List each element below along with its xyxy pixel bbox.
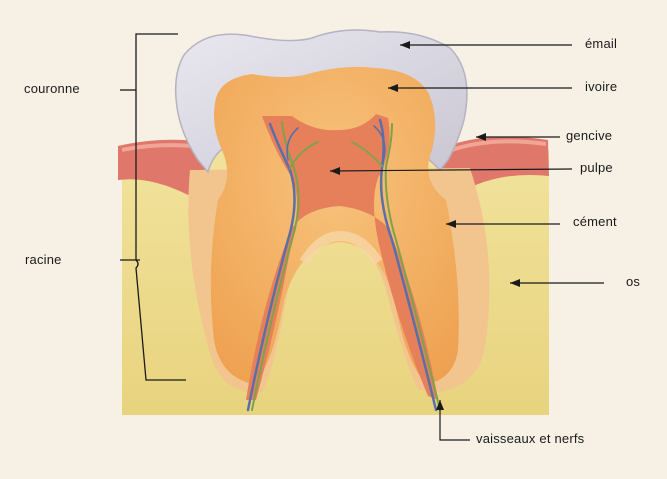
label-ivoire: ivoire bbox=[585, 79, 617, 94]
label-gencive: gencive bbox=[566, 128, 612, 143]
label-os: os bbox=[626, 274, 640, 289]
label-racine: racine bbox=[25, 252, 62, 267]
label-couronne: couronne bbox=[24, 81, 80, 96]
label-cement: cément bbox=[573, 214, 617, 229]
label-email: émail bbox=[585, 36, 617, 51]
label-vaisseaux: vaisseaux et nerfs bbox=[476, 431, 584, 446]
label-pulpe: pulpe bbox=[580, 160, 613, 175]
